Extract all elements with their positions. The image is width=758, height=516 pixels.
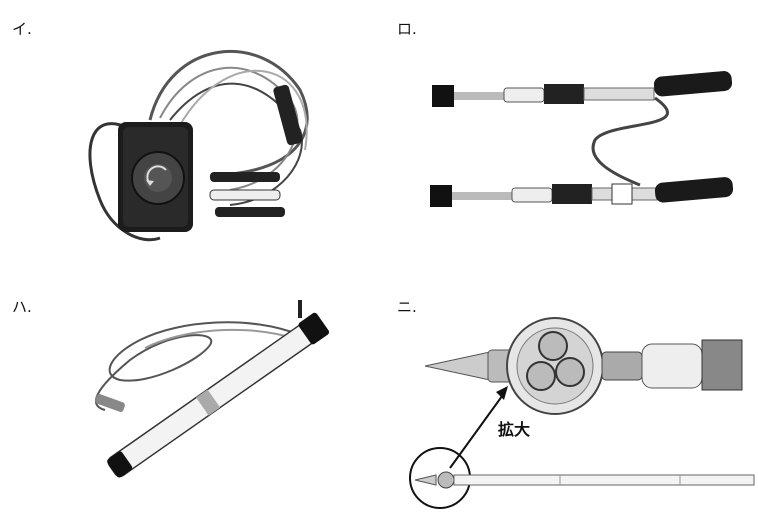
panel-ni-label: ニ. xyxy=(397,298,417,316)
zoom-caption: 拡大 xyxy=(498,420,531,439)
panel-ha-label: ハ. xyxy=(12,298,32,316)
panel-ro-label: ロ. xyxy=(397,20,417,38)
panel-i-label: イ. xyxy=(12,20,32,38)
